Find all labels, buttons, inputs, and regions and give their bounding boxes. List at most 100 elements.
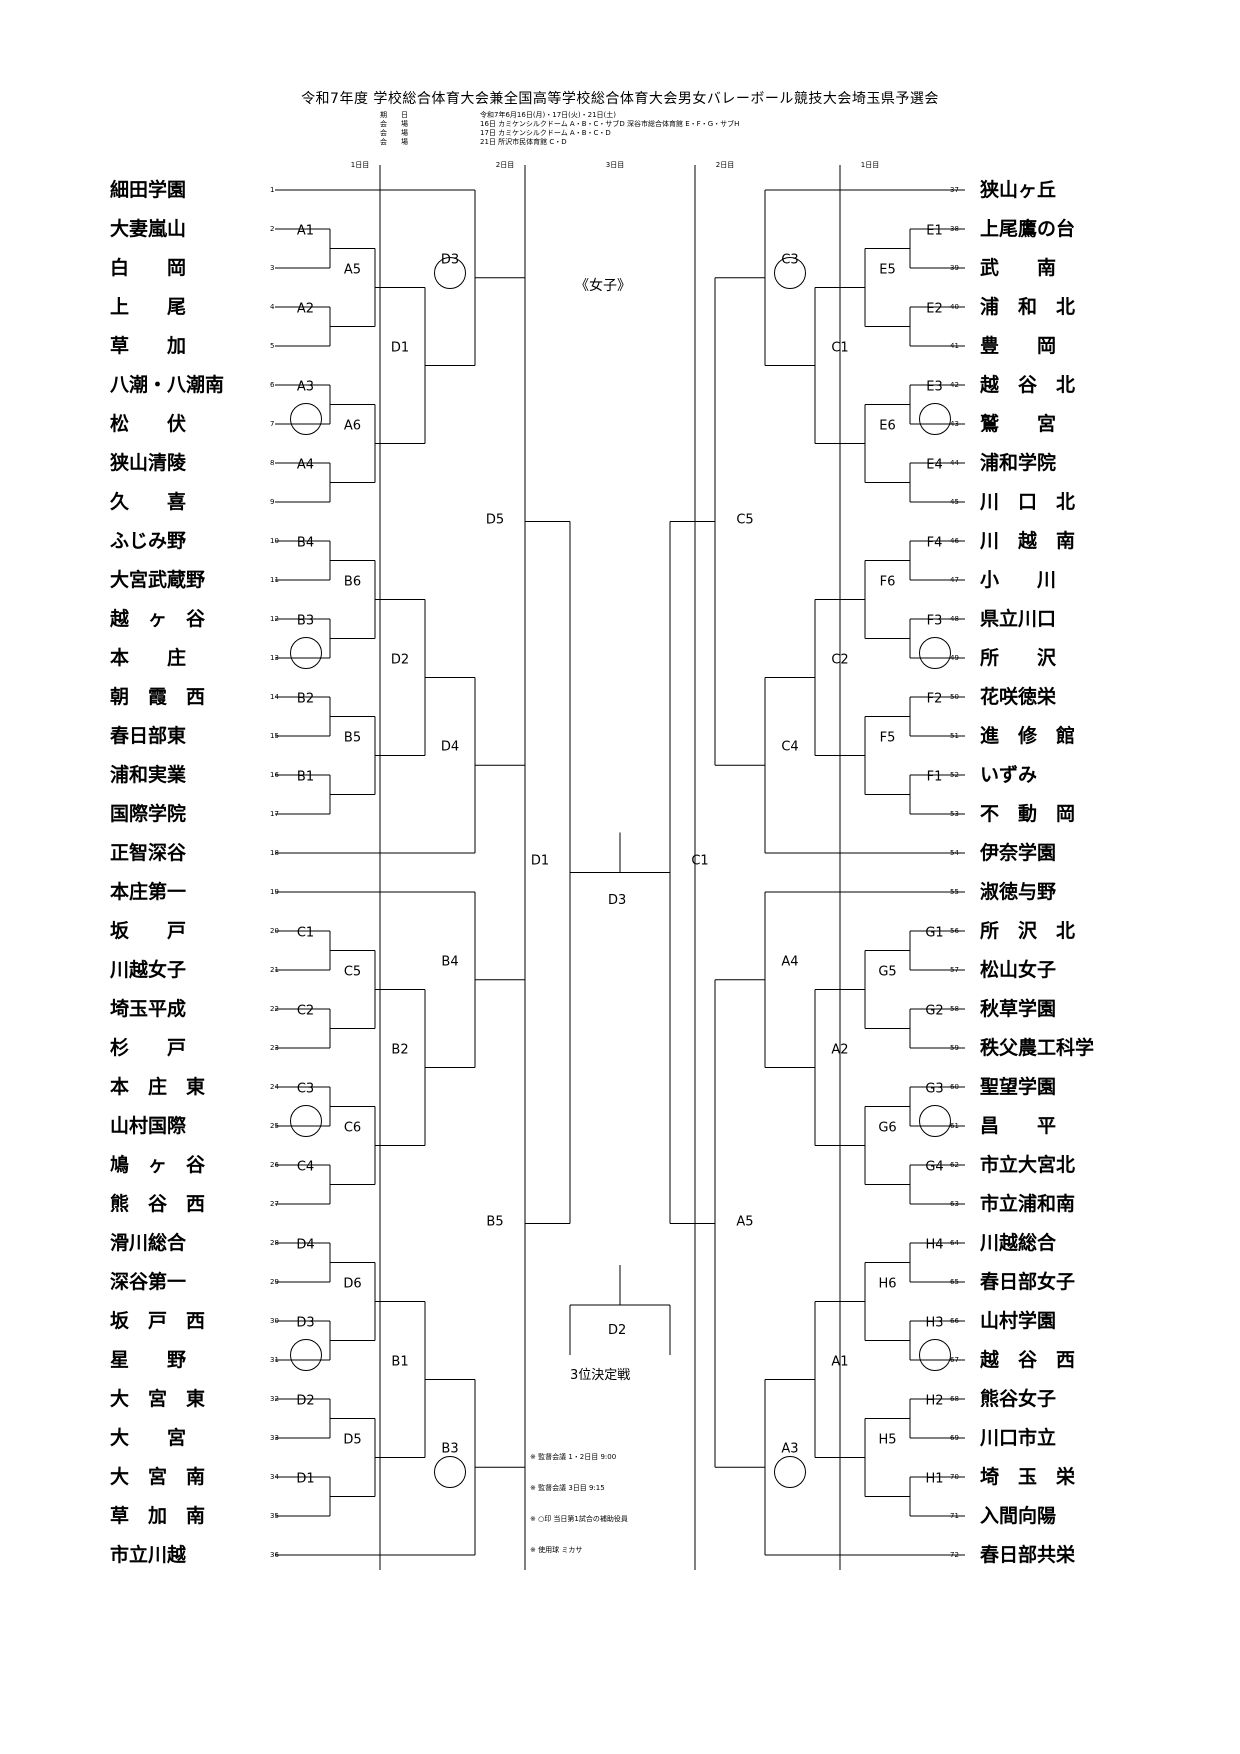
team-left-22: 埼玉平成 (110, 998, 187, 1020)
match-label-left-r3-4: D4 (440, 739, 460, 755)
match-label-right-semi-1: C5 (736, 512, 754, 527)
team-right-28: 川越総合 (980, 1232, 1057, 1254)
match-label-left-r2-3: B6 (343, 574, 362, 589)
team-left-4: 上 尾 (110, 296, 187, 318)
team-right-15: 進 修 館 (980, 725, 1076, 747)
match-label-right-r2-5: G5 (878, 964, 897, 979)
seed-circle-left-r1-6 (289, 636, 322, 669)
team-right-24: 聖望学園 (980, 1076, 1057, 1098)
match-label-left-r2-1: A5 (343, 262, 362, 277)
match-label-right-r3-8: A3 (781, 1441, 799, 1457)
seed-number-right-21: 57 (950, 966, 959, 974)
match-label-right-r3-6: A2 (831, 1042, 849, 1057)
seed-number-right-30: 66 (950, 1317, 959, 1325)
note-circle-mark: ※ ○印 当日第1試合の補助役員 (530, 1515, 628, 1523)
info-label-venue-3: 会 場 (380, 138, 408, 146)
seed-number-left-18: 18 (270, 849, 279, 857)
team-left-3: 白 岡 (110, 257, 187, 279)
section-label: 《女子》 (575, 278, 631, 294)
team-right-7: 鷲 宮 (980, 413, 1057, 435)
team-right-34: 埼 玉 栄 (980, 1466, 1076, 1488)
team-left-8: 狭山清陵 (110, 452, 187, 474)
seed-number-right-35: 71 (950, 1512, 959, 1520)
match-label-left-r2-6: C6 (343, 1120, 362, 1135)
note-ball: ※ 使用球 ミカサ (530, 1546, 583, 1554)
team-left-33: 大 宮 (110, 1427, 187, 1449)
team-right-33: 川口市立 (980, 1427, 1057, 1449)
seed-number-left-19: 19 (270, 888, 279, 896)
match-label-right-r2-2: E6 (879, 418, 896, 433)
team-left-19: 本庄第一 (110, 881, 187, 903)
team-left-17: 国際学院 (110, 803, 187, 825)
match-label-right-r1-7: F2 (926, 691, 943, 706)
match-label-left-r1-1: A1 (296, 223, 315, 238)
team-right-21: 松山女子 (980, 959, 1057, 981)
info-values: 令和7年6月16日(月)・17日(火)・21日(土) 16日 カミケンシルクドー… (480, 111, 739, 147)
seed-number-left-3: 3 (270, 264, 275, 272)
team-right-3: 武 南 (980, 257, 1057, 279)
seed-number-right-13: 49 (950, 654, 959, 662)
match-label-left-r3-6: B2 (391, 1042, 409, 1057)
seed-number-left-2: 2 (270, 225, 275, 233)
seed-number-right-10: 46 (950, 537, 959, 545)
team-right-23: 秩父農工科学 (980, 1037, 1095, 1059)
match-label-right-r1-10: G2 (925, 1003, 944, 1018)
match-label-right-r3-4: C4 (781, 739, 799, 755)
seed-circle-left-r3-1 (434, 256, 466, 289)
match-label-left-r1-12: C4 (296, 1159, 315, 1174)
team-left-11: 大宮武蔵野 (110, 569, 206, 591)
seed-number-right-25: 61 (950, 1122, 959, 1130)
team-right-2: 上尾鷹の台 (980, 218, 1076, 240)
seed-number-right-2: 38 (950, 225, 959, 233)
match-label-right-r1-12: G4 (925, 1159, 944, 1174)
team-right-13: 所 沢 (980, 647, 1057, 669)
day-label-left-2: 2日目 (495, 161, 515, 169)
match-label-right-r1-5: F4 (926, 535, 943, 550)
seed-number-left-22: 22 (270, 1005, 279, 1013)
match-label-right-r3-2: C1 (831, 340, 849, 355)
match-label-right-r3-3: C2 (831, 652, 849, 667)
team-right-19: 淑徳与野 (980, 881, 1057, 903)
info-labels: 期 日 会 場 会 場 会 場 (380, 111, 408, 147)
seed-number-right-36: 72 (950, 1551, 959, 1559)
info-label-venue-1: 会 場 (380, 120, 408, 128)
seed-number-left-6: 6 (270, 381, 275, 389)
seed-number-right-24: 60 (950, 1083, 959, 1091)
seed-number-left-1: 1 (270, 186, 275, 194)
team-left-20: 坂 戸 (110, 920, 187, 942)
seed-number-right-31: 67 (950, 1356, 959, 1364)
seed-number-left-15: 15 (270, 732, 279, 740)
seed-number-left-32: 32 (270, 1395, 279, 1403)
team-left-31: 星 野 (110, 1349, 187, 1371)
seed-number-right-29: 65 (950, 1278, 959, 1286)
third-place-match-label: D2 (608, 1323, 627, 1338)
seed-number-left-14: 14 (270, 693, 279, 701)
match-label-right-r1-1: E1 (926, 223, 943, 238)
team-left-25: 山村国際 (110, 1115, 187, 1137)
match-label-right-r2-1: E5 (879, 262, 896, 277)
seed-number-left-20: 20 (270, 927, 279, 935)
seed-number-right-6: 42 (950, 381, 959, 389)
team-left-28: 滑川総合 (110, 1232, 187, 1254)
seed-number-right-9: 45 (950, 498, 959, 506)
seed-number-left-29: 29 (270, 1278, 279, 1286)
seed-number-right-5: 41 (950, 342, 959, 350)
match-label-left-r1-8: B1 (296, 769, 315, 784)
seed-number-left-30: 30 (270, 1317, 279, 1325)
match-label-left-r2-4: B5 (343, 730, 362, 745)
match-label-right-r1-4: E4 (926, 457, 943, 472)
day-label-left-1: 1日目 (350, 161, 370, 169)
team-right-11: 小 川 (980, 569, 1057, 591)
team-right-27: 市立浦和南 (980, 1193, 1076, 1215)
match-label-left-r1-15: D2 (296, 1393, 315, 1408)
team-left-2: 大妻嵐山 (110, 218, 187, 240)
seed-number-left-16: 16 (270, 771, 279, 779)
match-label-left-r1-5: B4 (296, 535, 315, 550)
seed-number-left-21: 21 (270, 966, 279, 974)
team-right-14: 花咲徳栄 (980, 686, 1057, 708)
info-label-venue-2: 会 場 (380, 129, 408, 137)
match-label-left-semi-2: B5 (486, 1214, 504, 1229)
seed-number-left-10: 10 (270, 537, 279, 545)
team-left-14: 朝 霞 西 (110, 686, 206, 708)
info-value-venue-3: 21日 所沢市民体育館 C・D (480, 138, 567, 146)
